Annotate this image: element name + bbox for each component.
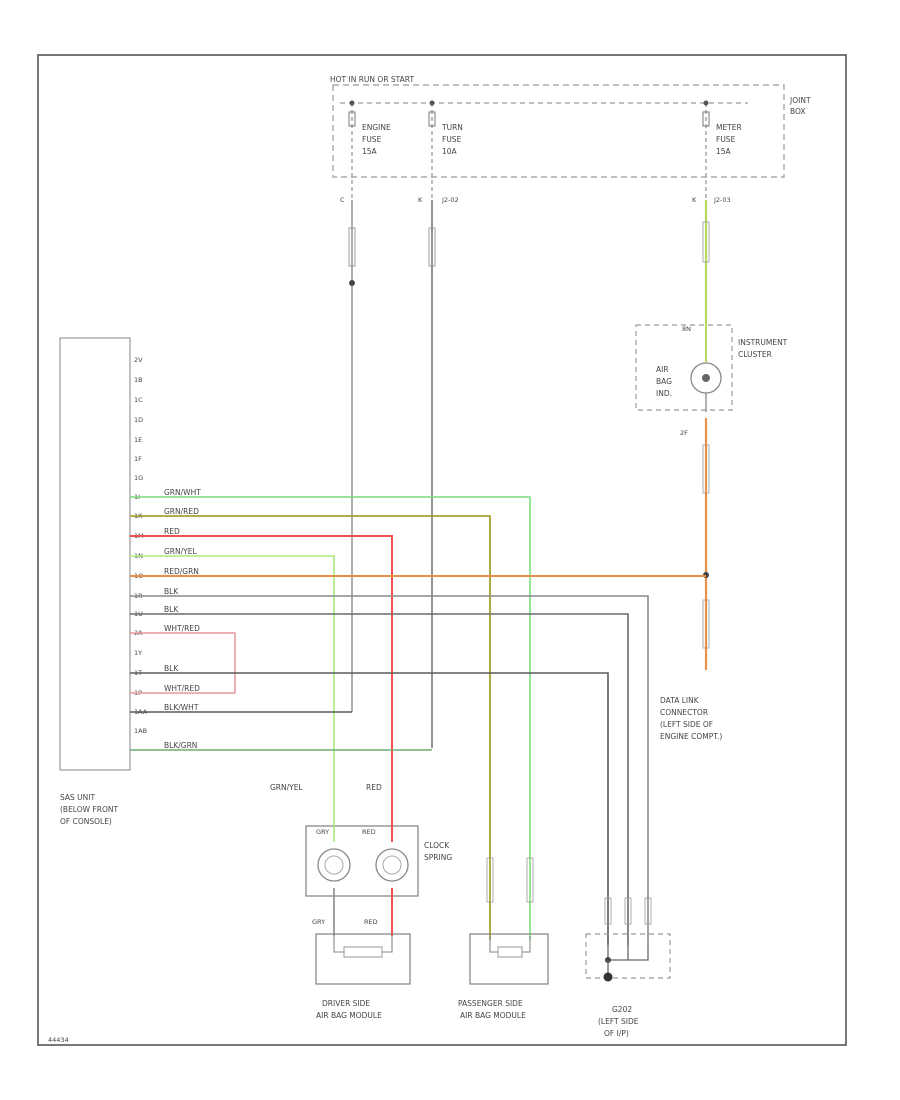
sas-unit — [59, 337, 131, 771]
wire-color-label: BLK/GRN — [164, 741, 197, 750]
ground-label-1: G202 — [612, 1005, 632, 1014]
wire-blk-1 — [130, 595, 649, 945]
passenger-airbag-module — [469, 933, 549, 985]
data-link-label-2: CONNECTOR — [660, 708, 708, 717]
turn-fuse: TURN FUSE 10A — [428, 100, 463, 200]
wire-color-label: RED — [164, 527, 180, 536]
sas-pin-label: 1C — [134, 396, 143, 404]
wire-blk-3 — [130, 672, 609, 945]
turn-fuse-line2: FUSE — [442, 135, 462, 144]
meter-fuse: METER FUSE 15A — [702, 100, 742, 200]
driver-airbag-module — [315, 933, 411, 985]
meter-fuse-rating: 15A — [716, 147, 732, 156]
wire-color-label: BLK — [164, 587, 179, 596]
engine-fuse-name: ENGINE — [362, 123, 391, 132]
clock-wire-left-label: GRN/YEL — [270, 783, 303, 792]
sas-pin-label: 1Y — [134, 649, 142, 657]
diagram-border — [37, 54, 847, 1046]
sas-pin-label: 1G — [134, 474, 143, 482]
cluster-label-2: CLUSTER — [738, 350, 772, 359]
clock-bottom-right: RED — [364, 918, 378, 926]
clock-spring-left-coil — [317, 848, 351, 882]
data-link-label-3: (LEFT SIDE OF — [660, 720, 713, 729]
clock-bottom-left: GRY — [312, 918, 325, 926]
sas-pin-label: 2V — [134, 356, 143, 364]
sas-unit-label-2: (BELOW FRONT — [60, 805, 118, 814]
wire-color-label: GRN/RED — [164, 507, 199, 516]
sas-pin-label: 1E — [134, 436, 142, 444]
sas-unit-label-3: OF CONSOLE) — [60, 817, 112, 826]
turn-fuse-name: TURN — [441, 123, 463, 132]
driver-module-label-2: AIR BAG MODULE — [316, 1011, 382, 1020]
clock-label-2: SPRING — [424, 853, 452, 862]
clock-label-1: CLOCK — [424, 841, 450, 850]
power-label: HOT IN RUN OR START — [330, 75, 414, 84]
wire-color-label: RED/GRN — [164, 567, 199, 576]
clock-spring-right-coil — [375, 848, 409, 882]
wire-color-label: BLK — [164, 605, 179, 614]
sas-unit-pins: 2V1B1C1D1E1F1G1I1K1M1N1O1R1U2A1Y1T1P1AA1… — [134, 356, 148, 735]
engine-fuse: ENGINE FUSE 15A — [348, 100, 391, 200]
joint-box — [332, 84, 785, 178]
wire-blk-2 — [130, 613, 629, 945]
wire-labels: GRN/WHT GRN/RED RED GRN/YEL RED/GRN BLK BLK WHT… — [164, 488, 201, 750]
turn-fuse-rating: 10A — [442, 147, 458, 156]
meter-fuse-name: METER — [716, 123, 742, 132]
wire-color-label: BLK — [164, 664, 179, 673]
sas-pin-label: 1D — [134, 416, 143, 424]
connector-c: C — [340, 196, 345, 204]
wire-color-label: WHT/RED — [164, 624, 200, 633]
wire-wht-red-loop — [130, 632, 236, 694]
data-link-label-4: ENGINE COMPT.) — [660, 732, 722, 741]
connector-k1-code: J2-02 — [441, 196, 459, 204]
connector-k2: K — [692, 196, 697, 204]
lamp-label-1: AIR — [656, 365, 669, 374]
sas-pin-label: 1B — [134, 376, 143, 384]
sas-pin-label: 1AB — [134, 727, 147, 735]
wire-red — [130, 535, 393, 790]
connector-k1: K — [418, 196, 423, 204]
ground-g202 — [585, 933, 671, 979]
wire-color-label: BLK/WHT — [164, 703, 199, 712]
wire-color-label: WHT/RED — [164, 684, 200, 693]
wire-grn-wht — [130, 496, 531, 940]
engine-fuse-rating: 15A — [362, 147, 378, 156]
cluster-pin-bottom: 2F — [680, 429, 688, 437]
clock-spring-box — [305, 825, 419, 897]
lamp-label-2: BAG — [656, 377, 672, 386]
lamp-label-3: IND. — [656, 389, 672, 398]
driver-module-label-1: DRIVER SIDE — [322, 999, 370, 1008]
footer-code: 44434 — [48, 1036, 69, 1044]
clock-top-right: RED — [362, 828, 376, 836]
wire-color-label: GRN/WHT — [164, 488, 201, 497]
wire-grn-red — [130, 515, 491, 940]
wire-color-label: GRN/YEL — [164, 547, 197, 556]
engine-fuse-line2: FUSE — [362, 135, 382, 144]
cluster-label-1: INSTRUMENT — [738, 338, 788, 347]
passenger-module-label-1: PASSENGER SIDE — [458, 999, 523, 1008]
data-link-label-1: DATA LINK — [660, 696, 700, 705]
ground-point — [603, 972, 613, 982]
instrument-cluster-box — [635, 324, 733, 411]
joint-box-label-2: BOX — [790, 107, 806, 116]
clock-wire-right-label: RED — [366, 783, 382, 792]
sas-pin-label: 1F — [134, 455, 142, 463]
clock-top-left: GRY — [316, 828, 329, 836]
connector-k2-code: J2-03 — [713, 196, 731, 204]
cluster-pin-top: 8N — [682, 325, 691, 333]
ground-label-3: OF I/P) — [604, 1029, 629, 1038]
meter-fuse-line2: FUSE — [716, 135, 736, 144]
ground-label-2: (LEFT SIDE — [598, 1017, 639, 1026]
sas-unit-label-1: SAS UNIT — [60, 793, 95, 802]
passenger-module-label-2: AIR BAG MODULE — [460, 1011, 526, 1020]
joint-box-label-1: JOINT — [789, 96, 811, 105]
